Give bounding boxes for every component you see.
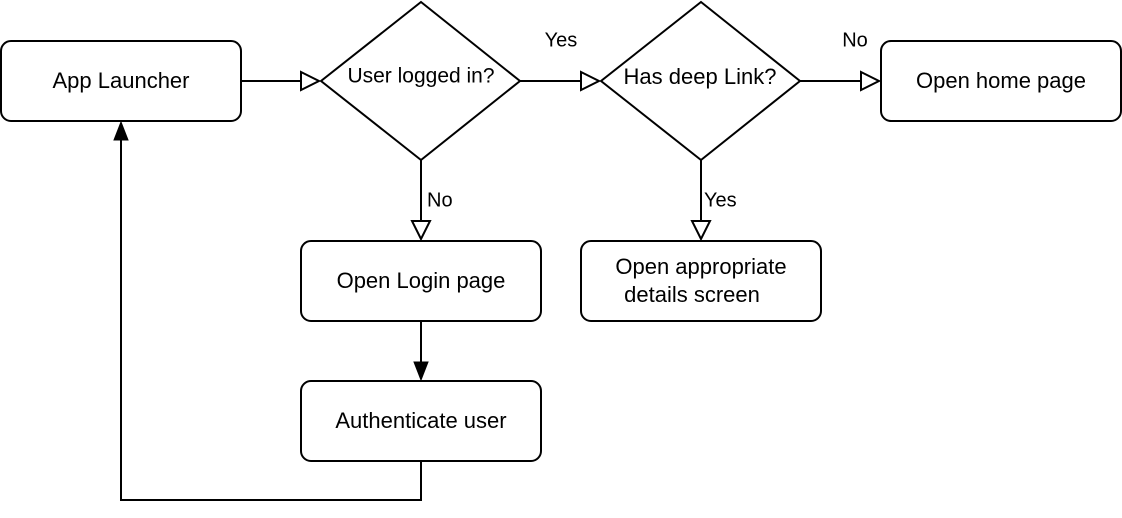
node-user-logged-in-label: User logged in?: [347, 65, 494, 88]
edge-deep-link-no: [800, 70, 882, 92]
node-app-launcher: App Launcher: [0, 40, 242, 122]
node-app-launcher-label: App Launcher: [53, 68, 190, 93]
edge-launcher-to-logged-in: [241, 70, 322, 92]
edge-authenticate-to-launcher: [113, 120, 422, 501]
edge-label-logged-in-no: No: [427, 189, 453, 211]
node-has-deep-link: Has deep Link?: [599, 0, 802, 162]
edge-label-deep-link-no: No: [842, 29, 868, 51]
edge-logged-in-no: [410, 160, 432, 242]
edge-deep-link-yes: [690, 160, 712, 242]
node-open-home-page-label: Open home page: [916, 68, 1086, 93]
node-open-details-line2: details screen: [624, 282, 760, 307]
node-has-deep-link-label: Has deep Link?: [624, 64, 777, 89]
edge-label-deep-link-yes: Yes: [704, 189, 737, 211]
node-open-login-page: Open Login page: [300, 240, 542, 322]
node-authenticate-user-label: Authenticate user: [335, 408, 506, 433]
node-open-details-screen: Open appropriate details screen: [580, 240, 822, 322]
edge-label-logged-in-yes: Yes: [545, 29, 578, 51]
node-authenticate-user: Authenticate user: [300, 380, 542, 462]
node-open-details-line1: Open appropriate: [615, 254, 786, 279]
node-open-home-page: Open home page: [880, 40, 1122, 122]
edge-logged-in-yes: [520, 70, 602, 92]
edge-login-to-authenticate: [413, 321, 429, 382]
node-user-logged-in: User logged in?: [319, 0, 522, 162]
node-open-login-page-label: Open Login page: [337, 268, 506, 293]
